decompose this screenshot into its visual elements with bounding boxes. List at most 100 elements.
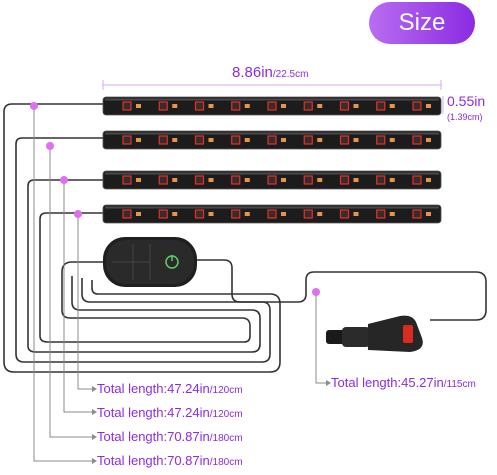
led-chip: [267, 209, 277, 219]
length-metric: /180cm: [209, 457, 243, 468]
led-chip: [158, 101, 168, 111]
resistor: [244, 178, 250, 182]
strip-height-value: 0.55in: [447, 93, 486, 109]
led-chip: [194, 135, 205, 145]
led-strip: [102, 204, 442, 224]
cable-group: [3, 103, 487, 373]
led-strip: [102, 96, 442, 116]
length-metric: /180cm: [209, 433, 243, 444]
led-chip: [231, 101, 241, 111]
arrow-heads: [92, 380, 331, 464]
length-metric: /120cm: [209, 409, 243, 420]
resistor: [317, 104, 323, 108]
length-text: Total length:47.24in: [97, 381, 210, 396]
resistor: [208, 138, 214, 142]
resistor: [389, 178, 395, 182]
led-chip: [339, 175, 350, 185]
car-plug: [326, 315, 423, 352]
resistor: [353, 212, 359, 216]
strip-highlight: [105, 172, 439, 175]
led-chip: [122, 209, 132, 219]
strip-width-label: 8.86in/22.5cm: [232, 64, 308, 81]
led-chip: [303, 175, 313, 185]
resistor: [389, 212, 395, 216]
resistor: [281, 178, 286, 182]
length-label-1: Total length:47.24in/120cm: [97, 381, 243, 396]
resistor: [281, 212, 286, 216]
strip-height-metric: (1.39cm): [447, 112, 483, 122]
resistor: [172, 138, 178, 142]
resistor: [426, 212, 431, 216]
resistor: [136, 138, 141, 142]
length-label-4: Total length:70.87in/180cm: [97, 453, 243, 468]
led-chip: [231, 209, 241, 219]
led-chip: [339, 209, 350, 219]
led-chip: [412, 209, 422, 219]
led-chip: [412, 101, 422, 111]
resistor: [244, 212, 250, 216]
strip-height-label: 0.55in (1.39cm): [447, 94, 485, 124]
resistor: [317, 138, 323, 142]
led-chip: [267, 175, 277, 185]
led-chip: [412, 135, 422, 145]
resistor: [172, 178, 178, 182]
led-chip: [412, 175, 422, 185]
strip-width-value: 8.86in: [232, 64, 273, 81]
led-chip: [158, 209, 168, 219]
led-strips: [102, 96, 442, 224]
resistor: [317, 178, 323, 182]
length-label-2: Total length:47.24in/120cm: [97, 405, 243, 420]
led-strip: [102, 130, 442, 150]
resistor: [426, 138, 431, 142]
led-chip: [231, 135, 241, 145]
strip-highlight: [105, 132, 439, 135]
led-chip: [194, 175, 205, 185]
length-label-3: Total length:70.87in/180cm: [97, 429, 243, 444]
resistor: [426, 178, 431, 182]
size-badge: Size: [369, 2, 475, 44]
resistor: [172, 104, 178, 108]
strip-highlight: [105, 98, 439, 101]
led-chip: [122, 101, 132, 111]
resistor: [389, 138, 395, 142]
resistor: [208, 178, 214, 182]
resistor: [317, 212, 323, 216]
length-text: Total length:70.87in: [97, 429, 210, 444]
plug-length-metric: /115cm: [443, 379, 476, 390]
resistor: [353, 104, 359, 108]
led-chip: [158, 135, 168, 145]
led-chip: [194, 209, 205, 219]
resistor: [208, 212, 214, 216]
led-chip: [194, 101, 205, 111]
led-chip: [376, 135, 386, 145]
led-chip: [122, 135, 132, 145]
led-chip: [267, 101, 277, 111]
resistor: [281, 104, 286, 108]
led-chip: [303, 209, 313, 219]
resistor: [389, 104, 395, 108]
led-chip: [339, 135, 350, 145]
length-text: Total length:47.24in: [97, 405, 210, 420]
resistor: [172, 212, 178, 216]
led-chip: [158, 175, 168, 185]
remote-controller: [103, 237, 197, 287]
resistor: [244, 138, 250, 142]
strip-highlight: [105, 206, 439, 209]
marker-dots: [30, 102, 320, 296]
width-dimension-line: [102, 80, 442, 90]
plug-length-text: Total length:45.27in: [331, 375, 444, 390]
leader-lines: [33, 106, 326, 462]
led-chip: [376, 101, 386, 111]
resistor: [136, 178, 141, 182]
led-chip: [303, 135, 313, 145]
resistor: [136, 212, 141, 216]
resistor: [136, 104, 141, 108]
resistor: [244, 104, 250, 108]
led-chip: [339, 101, 350, 111]
resistor: [208, 104, 214, 108]
length-text: Total length:70.87in: [97, 453, 210, 468]
led-chip: [122, 175, 132, 185]
size-badge-label: Size: [398, 9, 446, 36]
plug-length-label: Total length:45.27in/115cm: [331, 375, 476, 390]
led-chip: [231, 175, 241, 185]
